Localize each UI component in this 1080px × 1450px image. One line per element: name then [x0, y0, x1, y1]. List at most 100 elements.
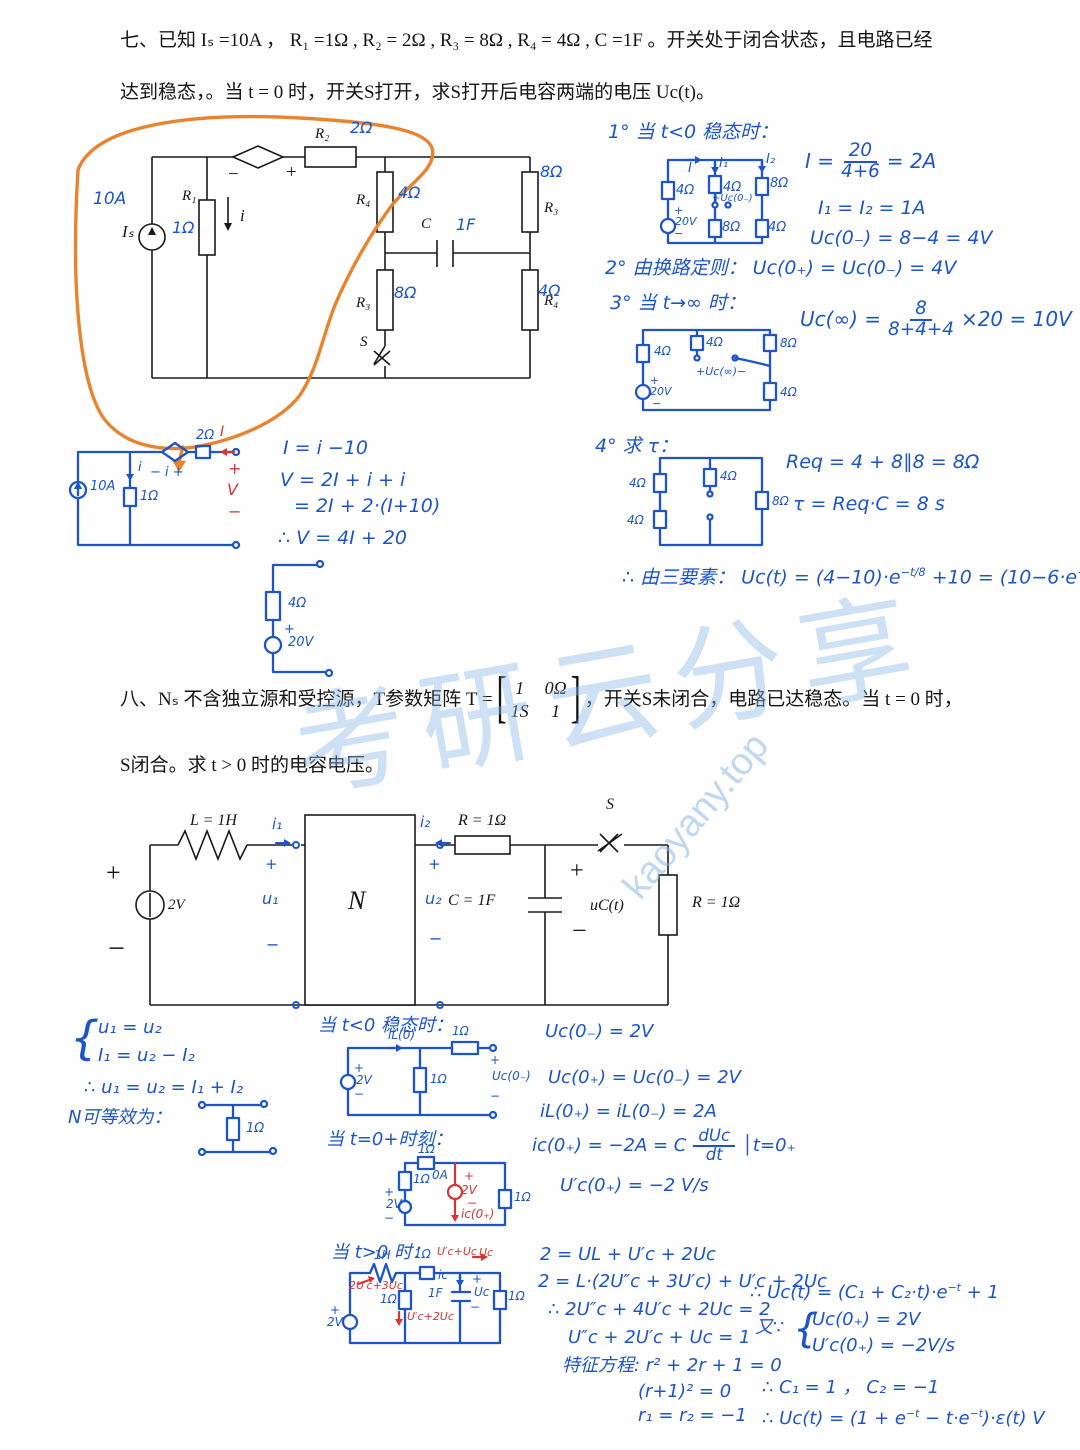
m3-ic: ic: [438, 1268, 448, 1282]
sk3-rd: 4Ω: [780, 385, 797, 399]
m2-rleft: 1Ω: [413, 1172, 430, 1186]
switch-label: S: [360, 334, 368, 350]
u2-plus: +: [428, 855, 441, 873]
f-eq1: ∴ Uc(t) = (C₁ + C₂·t)·e−t + 1: [750, 1281, 999, 1303]
m2-src-minus: −: [384, 1211, 395, 1225]
r-eq1: Uc(0₋) = 2V: [545, 1021, 654, 1042]
dep-plus: +: [286, 162, 297, 183]
resistor-series: [454, 835, 511, 855]
deriv-eq3: = 2I + 2·(I+10): [294, 495, 441, 517]
hw-1f: 1F: [456, 215, 476, 234]
equiv-20v: 20V: [288, 635, 314, 650]
m3-uc-minus: −: [470, 1300, 481, 1314]
sk1-src-plus: +: [674, 204, 684, 217]
matrix-left-bracket: [: [496, 666, 507, 730]
m2-red-plus: +: [464, 1169, 475, 1183]
m1-il: iL(0): [388, 1028, 416, 1042]
source-minus: −: [108, 932, 125, 965]
u1-minus: −: [266, 935, 280, 954]
resistor-r3-lower: [376, 269, 394, 331]
m1-uc-plus: +: [490, 1053, 501, 1067]
m2-rright: 1Ω: [514, 1190, 531, 1204]
r-eq5: U′c(0₊) = −2 V/s: [560, 1175, 709, 1196]
m3-uc: Uc: [474, 1285, 490, 1299]
m1-title: 当 t<0 稳态时：: [318, 1015, 454, 1036]
hw-4ohm-l: 4Ω: [538, 281, 561, 300]
m2-src: 2V: [386, 1197, 402, 1211]
note-final-answer: ∴ 由三要素： Uc(t) = (4−10)·e−t/8 +10 = (10−6…: [622, 565, 1080, 589]
resistor-r3-upper: [521, 171, 539, 233]
current-source: [138, 223, 166, 251]
m2-red-2v: 2V: [461, 1183, 477, 1197]
m2-src-plus: +: [384, 1185, 395, 1199]
f-eq2-brace: {: [793, 1306, 819, 1352]
resistor-r2: [304, 146, 357, 168]
inductor-label: L = 1H: [190, 812, 237, 829]
sk3-src-minus: −: [652, 397, 662, 410]
sk3-src-plus: +: [650, 374, 660, 387]
sk3-ra: 4Ω: [654, 344, 671, 358]
note-step4-title: 4° 求 τ：: [595, 435, 679, 457]
note-eq-uc0: Uc(0₋) = 8−4 = 4V: [810, 227, 993, 249]
uc-label: uC(t): [590, 897, 624, 914]
m3-1f: 1F: [428, 1286, 443, 1300]
deriv-red-minus: −: [228, 502, 242, 521]
deriv-red-i: I: [220, 424, 225, 440]
m2-rtop: 1Ω: [418, 1142, 435, 1156]
sk3-uc: +Uc(∞)−: [696, 365, 747, 378]
c-label: C: [421, 216, 432, 232]
sk1-i2: I₂: [766, 152, 776, 167]
sk1-re: 4Ω: [768, 220, 787, 235]
u1-plus: +: [265, 855, 278, 873]
deriv-dep: − i +: [150, 465, 184, 480]
m3-src-plus: +: [330, 1303, 341, 1317]
sk4-rb: 4Ω: [627, 513, 644, 527]
hw-2ohm: 2Ω: [350, 118, 373, 137]
m3-title: 当 t>0 时：: [331, 1242, 431, 1263]
r-eq10: 特征方程: r² + 2r + 1 = 0: [562, 1355, 782, 1376]
deriv-eq2: V = 2I + i + i: [280, 469, 406, 491]
sys-eq2: I₁ = u₂ − I₂: [98, 1045, 195, 1066]
p7-red-marks: [220, 448, 236, 456]
sk1-src-minus: −: [674, 227, 684, 240]
p7-statement-line2: 达到稳态，。当 t = 0 时，开关S打开，求S打开后电容两端的电压 Uc(t)…: [120, 82, 715, 103]
switch-s-label: S: [606, 796, 614, 813]
source-2v-label: 2V: [168, 897, 185, 913]
r3-upper-label: R₃: [544, 200, 559, 216]
f-eq2-b: U′c(0₊) = −2V/s: [812, 1335, 955, 1356]
note-eq-req: Req = 4 + 8∥8 = 8Ω: [786, 451, 980, 473]
deriv-2ohm: 2Ω: [196, 428, 215, 443]
cap-label: C = 1F: [448, 892, 496, 909]
hw-i2: i₂: [420, 813, 431, 831]
r4-upper-label: R₄: [356, 192, 371, 208]
r-eq7: 2 = L·(2U″c + 3U′c) + U′c + 2Uc: [538, 1271, 827, 1292]
hw-10a: 10A: [93, 189, 127, 209]
u2-minus: −: [429, 929, 443, 948]
matrix-right-bracket: ]: [570, 666, 581, 730]
dependent-source-diamond: [231, 145, 285, 169]
equiv-plus: +: [284, 622, 295, 637]
load-r-label: R = 1Ω: [692, 894, 741, 911]
uc-plus: +: [570, 858, 584, 884]
deriv-red-plus: +: [228, 459, 242, 478]
p8-printed-circuit: [135, 814, 678, 1006]
r-eq2: Uc(0₊) = Uc(0₋) = 2V: [548, 1067, 741, 1088]
m3-src: 2V: [327, 1315, 343, 1329]
m1-uc-minus: −: [490, 1089, 501, 1103]
m3-red-top: U′c+Uc: [437, 1245, 477, 1258]
current-source-label: Iₛ: [122, 222, 135, 241]
r-eq11: (r+1)² = 0: [638, 1381, 732, 1402]
source-plus: +: [106, 858, 121, 887]
system-brace: {: [70, 1011, 100, 1065]
m2-0a: 0A: [432, 1168, 448, 1182]
equiv-4ohm: 4Ω: [288, 596, 307, 611]
r-eq3: iL(0₊) = iL(0₋) = 2A: [540, 1101, 717, 1122]
hw-4ohm-u: 4Ω: [398, 183, 421, 202]
m3-rright: 1Ω: [508, 1289, 525, 1303]
deriv-10a: 10A: [90, 479, 116, 494]
sk3-src: 20V: [650, 385, 672, 398]
